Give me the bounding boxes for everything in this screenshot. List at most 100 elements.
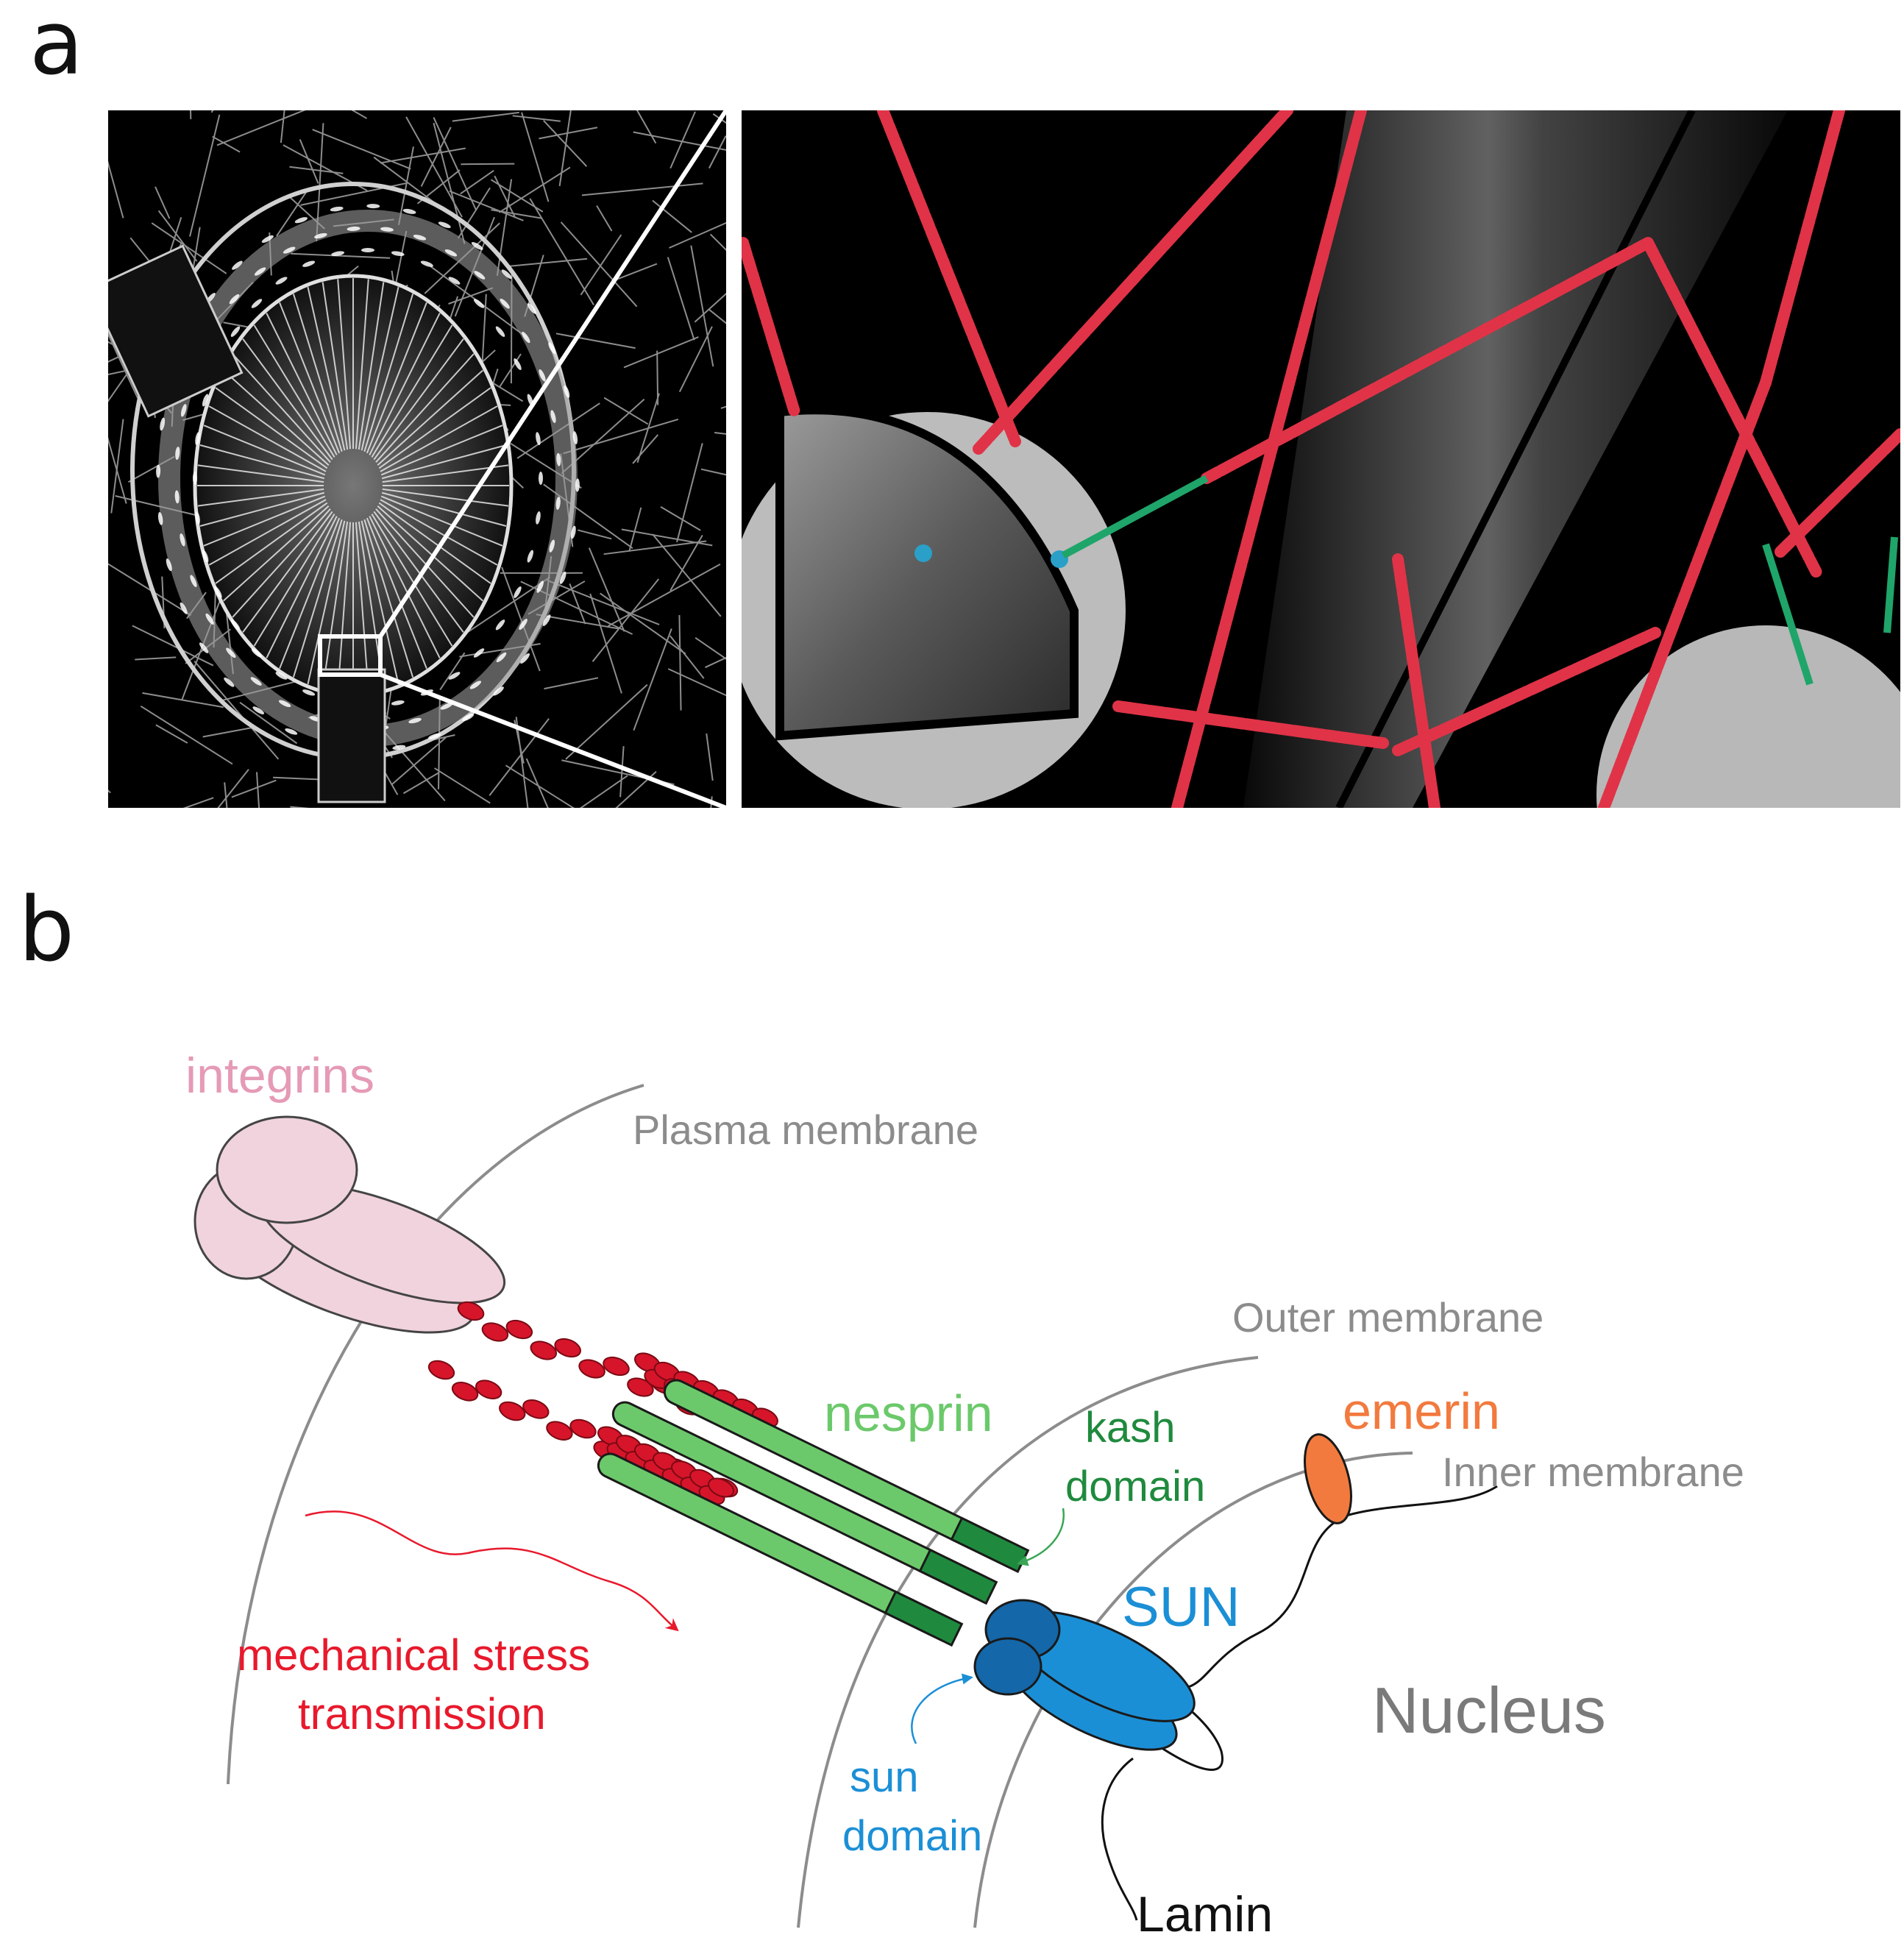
actin-monomer xyxy=(578,1359,605,1379)
cell-nucleus xyxy=(570,525,576,539)
cell-nucleus xyxy=(536,580,544,593)
actin-monomer xyxy=(569,1418,597,1439)
actin-monomer xyxy=(708,1477,734,1498)
mesh-fiber xyxy=(489,718,550,796)
nesprin-rod-bottom xyxy=(597,1452,964,1647)
mesh-fiber xyxy=(202,726,256,738)
cell-nucleus xyxy=(199,642,209,653)
mesh-fiber xyxy=(589,593,622,694)
mesh-fiber xyxy=(505,764,575,808)
radial-fiber xyxy=(381,444,507,480)
cell-nucleus xyxy=(548,342,556,355)
mesh-fiber xyxy=(458,187,491,239)
radial-fiber xyxy=(366,302,427,454)
mesh-fiber xyxy=(652,199,692,233)
plasma-membrane-arc xyxy=(227,1084,644,1785)
mesh-fiber xyxy=(108,160,124,219)
cell-nucleus xyxy=(229,294,240,305)
mesh-fiber xyxy=(615,770,657,808)
mesh-fiber xyxy=(525,758,549,808)
radial-fiber xyxy=(208,499,327,566)
kash-label-line2: domain xyxy=(1065,1463,1205,1510)
cell-nucleus xyxy=(402,208,416,214)
cell-nucleus xyxy=(536,432,541,446)
sun-domain-label-line2: domain xyxy=(842,1812,982,1860)
cell-nucleus xyxy=(214,586,222,598)
emerin-protein xyxy=(1304,1433,1352,1524)
radial-fiber xyxy=(199,491,325,527)
cell-nucleus xyxy=(496,652,507,663)
mesh-fiber xyxy=(512,115,561,122)
cell-strip-top xyxy=(108,244,244,418)
mesh-fiber xyxy=(529,198,594,306)
nucleus-label: Nucleus xyxy=(1372,1674,1606,1747)
mesh-fiber xyxy=(678,326,713,393)
actin-monomer xyxy=(546,1421,573,1441)
sun-domain-front xyxy=(973,1637,1042,1696)
mesh-fiber xyxy=(690,245,714,367)
cell-nucleus xyxy=(302,260,316,267)
cells-micrograph xyxy=(742,110,1900,808)
cell-nucleus xyxy=(501,269,512,280)
tissue-micrograph xyxy=(108,110,726,808)
cell-nucleus xyxy=(230,326,241,337)
cell-nucleus xyxy=(331,251,345,257)
actin-monomer xyxy=(451,1382,479,1402)
cell-nucleus xyxy=(555,496,561,510)
mesh-fiber xyxy=(460,170,494,195)
mesh-fiber xyxy=(434,767,491,804)
mesh-fiber xyxy=(439,652,466,691)
cell-nucleus xyxy=(180,602,188,614)
cell-nucleus xyxy=(380,227,394,232)
mesh-fiber xyxy=(708,308,726,324)
radial-fiber xyxy=(369,516,441,658)
mesh-fiber xyxy=(142,692,224,709)
radial-fiber xyxy=(223,505,330,602)
lamin-label: Lamin xyxy=(1137,1886,1273,1942)
mesh-fiber xyxy=(515,717,529,808)
radial-fiber xyxy=(337,522,352,692)
emerin-label: emerin xyxy=(1343,1382,1500,1440)
cell-nucleus xyxy=(444,249,458,257)
cell-nucleus xyxy=(392,745,406,750)
mesh-fiber xyxy=(433,117,477,211)
cell-nucleus xyxy=(252,706,265,714)
cell-nucleus xyxy=(190,575,197,588)
cell-nucleus xyxy=(195,511,200,525)
sun-curved-arrow-icon xyxy=(911,1673,973,1744)
cell-strip-bottom xyxy=(317,668,386,803)
radial-fiber xyxy=(266,313,338,455)
mesh-fiber xyxy=(565,683,648,760)
mesh-fiber xyxy=(592,578,659,662)
mesh-fiber xyxy=(140,705,233,765)
radial-fiber xyxy=(358,282,385,450)
sun-domain-label-line1: sun xyxy=(850,1753,919,1801)
mesh-fiber xyxy=(231,779,277,798)
mesh-fiber xyxy=(491,209,542,219)
cell-nucleus xyxy=(474,271,486,280)
mesh-fiber xyxy=(708,135,726,169)
panel-a-letter: a xyxy=(29,0,84,95)
mesh-fiber xyxy=(299,139,319,184)
mesh-fiber xyxy=(157,210,198,262)
mesh-fiber xyxy=(632,434,659,464)
radial-fiber xyxy=(360,520,399,685)
mesh-fiber xyxy=(108,333,138,399)
mesh-fiber xyxy=(449,190,524,221)
radial-fiber xyxy=(371,514,453,647)
cell-nucleus xyxy=(462,713,475,722)
cell-nucleus xyxy=(250,677,262,686)
radial-fiber xyxy=(307,520,346,685)
emerin-lamin-line xyxy=(1151,1514,1347,1771)
radial-fiber xyxy=(373,338,464,461)
mesh-fiber xyxy=(402,772,440,795)
actin-filaments xyxy=(742,110,1900,808)
radial-fiber xyxy=(197,464,324,483)
cell-nucleus xyxy=(438,221,451,228)
mesh-fiber xyxy=(494,175,516,219)
mesh-fiber xyxy=(210,110,214,113)
mesh-fiber xyxy=(700,468,726,476)
cell-nucleus xyxy=(230,619,241,631)
cell-nucleus xyxy=(448,672,461,680)
